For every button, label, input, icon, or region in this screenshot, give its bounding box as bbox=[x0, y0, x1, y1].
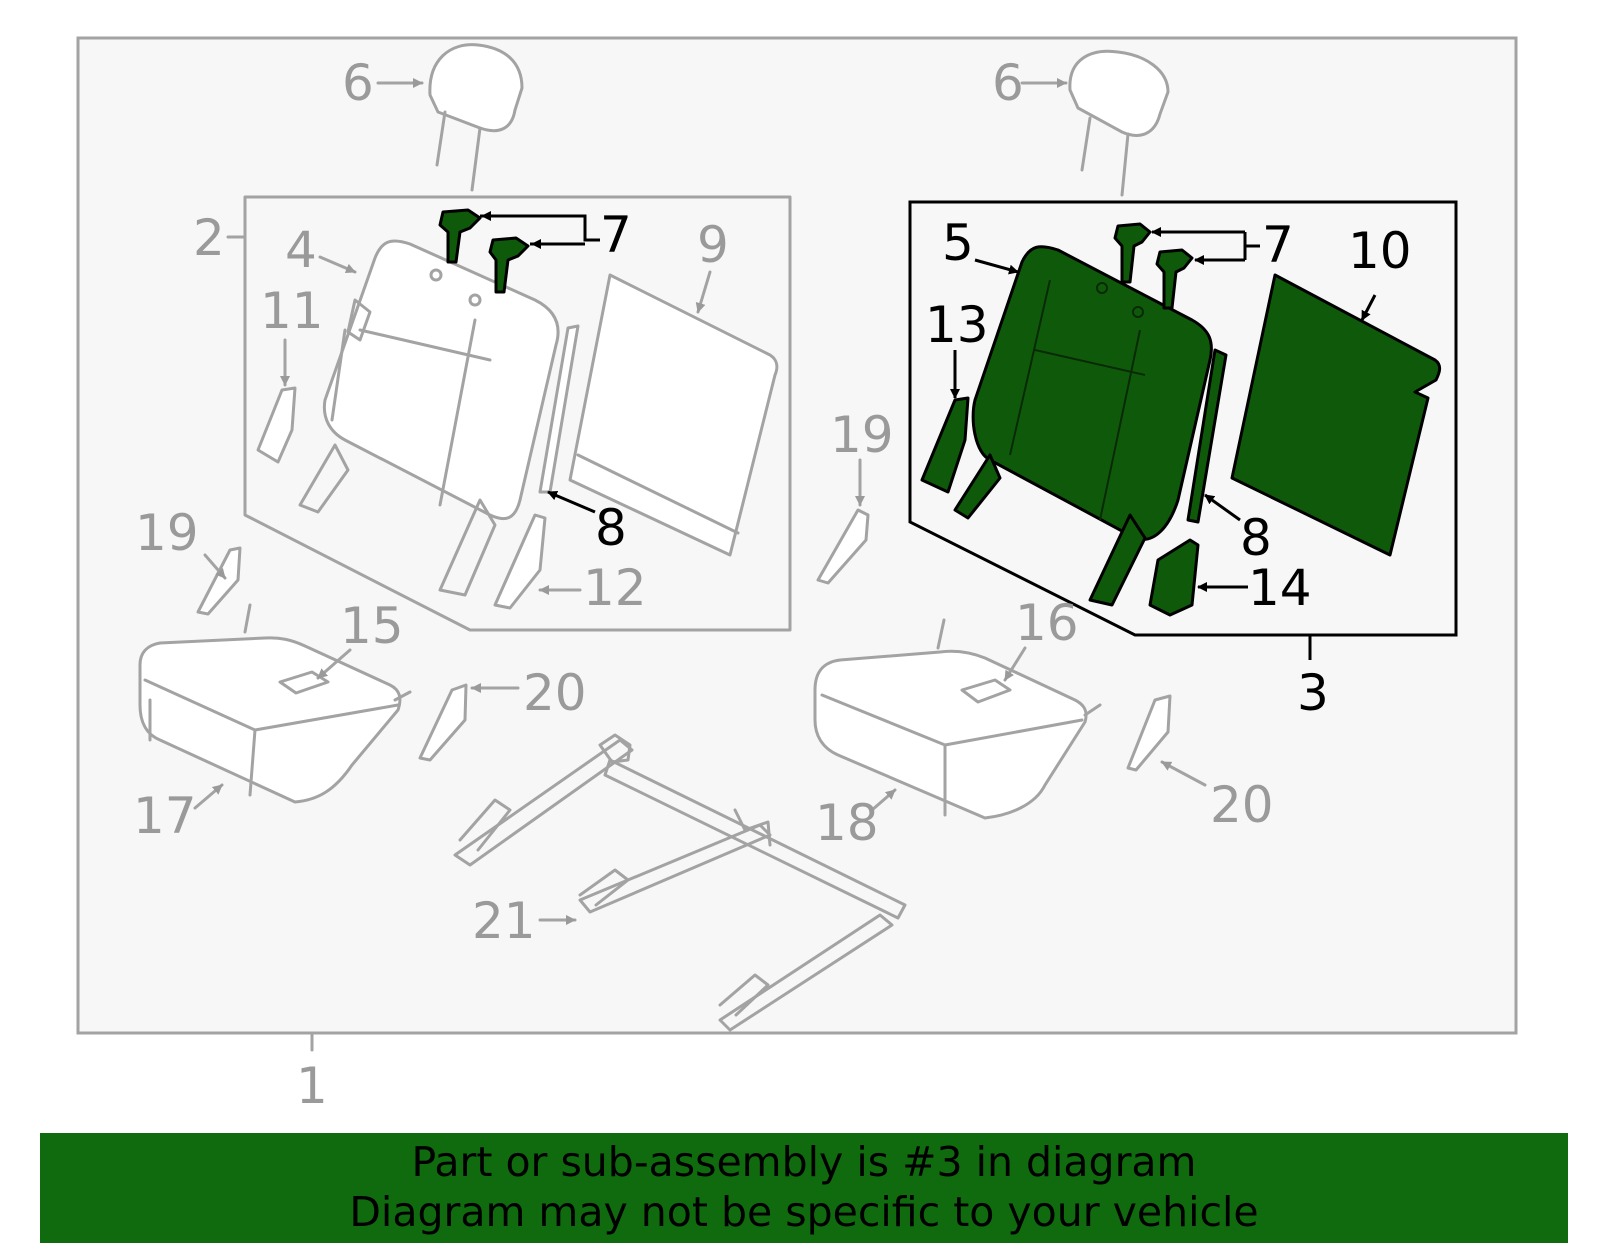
callout-5: 5 bbox=[942, 214, 974, 272]
assembly-frame-outline bbox=[76, 36, 1518, 1035]
headrest-right bbox=[1068, 49, 1170, 197]
callout-1: 1 bbox=[296, 1057, 328, 1115]
fasteners-left bbox=[438, 208, 530, 294]
callout-19-left: 19 bbox=[135, 504, 199, 562]
callout-8-left: 8 bbox=[595, 499, 627, 557]
bracket-14 bbox=[1148, 538, 1200, 617]
seat-cushion-right bbox=[813, 618, 1102, 820]
bracket-19-right bbox=[816, 508, 870, 585]
subassembly-2-outline bbox=[243, 195, 792, 632]
bracket-12 bbox=[493, 513, 547, 610]
callout-7-right: 7 bbox=[1262, 216, 1294, 274]
back-panel-left bbox=[568, 273, 779, 557]
seat-back-left bbox=[298, 239, 560, 597]
leader-lines-grey bbox=[193, 78, 1207, 925]
callout-13: 13 bbox=[925, 296, 989, 354]
fasteners-right bbox=[1113, 222, 1194, 310]
back-panel-right bbox=[1230, 273, 1442, 557]
callout-15: 15 bbox=[340, 597, 404, 655]
bracket-13 bbox=[920, 396, 970, 494]
callout-6-left: 6 bbox=[342, 54, 374, 112]
bracket-20-right bbox=[1126, 694, 1172, 772]
callout-14: 14 bbox=[1248, 559, 1312, 617]
info-banner: Part or sub-assembly is #3 in diagram Di… bbox=[40, 1133, 1568, 1243]
callout-16: 16 bbox=[1015, 594, 1079, 652]
headrest-left bbox=[428, 43, 524, 192]
strap-right bbox=[1186, 348, 1228, 524]
banner-line-2: Diagram may not be specific to your vehi… bbox=[349, 1188, 1259, 1236]
callout-19-right: 19 bbox=[830, 406, 894, 464]
callout-2: 2 bbox=[193, 209, 225, 267]
callout-20-left: 20 bbox=[523, 664, 587, 722]
callout-21: 21 bbox=[472, 892, 536, 950]
callout-4: 4 bbox=[285, 221, 317, 279]
callout-20-right: 20 bbox=[1210, 776, 1274, 834]
seat-back-right bbox=[953, 245, 1213, 607]
subassembly-3-outline bbox=[908, 200, 1458, 637]
callout-11: 11 bbox=[260, 282, 324, 340]
leader-lines-black bbox=[480, 211, 1377, 592]
callout-17: 17 bbox=[133, 787, 197, 845]
callout-18: 18 bbox=[815, 794, 879, 852]
callout-8-right: 8 bbox=[1240, 509, 1272, 567]
callout-10: 10 bbox=[1348, 222, 1412, 280]
seat-frame bbox=[453, 733, 907, 1032]
bracket-11 bbox=[256, 386, 297, 464]
callout-7-left: 7 bbox=[600, 206, 632, 264]
bracket-19-left bbox=[196, 546, 242, 616]
callout-3: 3 bbox=[1297, 664, 1329, 722]
callout-12: 12 bbox=[583, 559, 647, 617]
banner-line-1: Part or sub-assembly is #3 in diagram bbox=[411, 1138, 1197, 1186]
callout-6-right: 6 bbox=[992, 54, 1024, 112]
bracket-20-left bbox=[418, 683, 468, 762]
callout-9: 9 bbox=[697, 216, 729, 274]
seat-cushion-left bbox=[138, 603, 412, 804]
